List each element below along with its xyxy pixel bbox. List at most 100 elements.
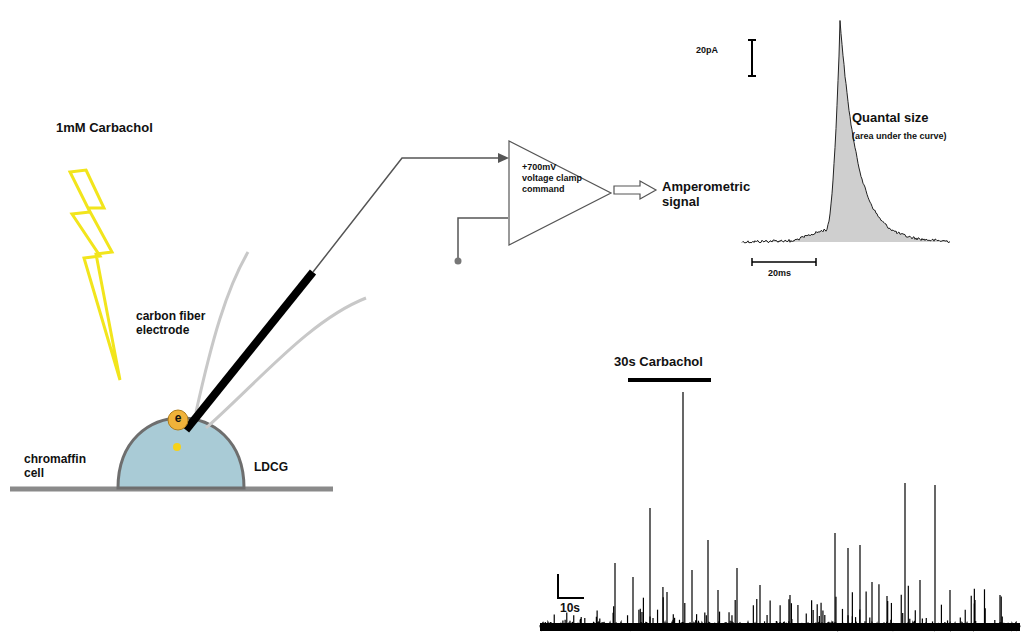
release-event	[941, 605, 942, 626]
label: carbon fiber electrode	[136, 310, 218, 338]
node-text: e	[167, 411, 189, 425]
release-event	[994, 620, 995, 626]
release-event	[731, 615, 732, 626]
release-event	[599, 619, 600, 626]
release-event	[707, 540, 708, 626]
scale-bar	[748, 40, 756, 76]
release-event	[627, 615, 628, 626]
release-event	[640, 609, 641, 626]
release-event	[652, 618, 653, 626]
release-event	[674, 618, 675, 626]
release-event	[971, 596, 972, 626]
release-event	[682, 392, 683, 626]
release-event	[602, 622, 603, 626]
release-event	[878, 584, 879, 626]
release-event	[679, 620, 680, 626]
release-event	[859, 545, 860, 626]
release-event	[1001, 597, 1002, 626]
release-event	[926, 618, 927, 626]
release-event	[864, 621, 865, 626]
release-event	[581, 617, 582, 626]
release-event	[776, 621, 777, 626]
release-event	[584, 618, 585, 626]
release-event	[736, 568, 737, 626]
release-event	[819, 616, 820, 626]
release-event	[806, 614, 807, 626]
application-bar	[628, 378, 711, 382]
release-event	[673, 614, 674, 626]
release-event	[613, 606, 614, 626]
output-arrow	[614, 181, 656, 199]
release-event	[719, 612, 720, 626]
release-event	[643, 598, 644, 626]
release-event	[780, 605, 781, 626]
release-event	[842, 609, 843, 626]
release-event	[891, 603, 892, 626]
release-event	[597, 611, 598, 626]
stimulus-bolt	[70, 170, 120, 380]
release-event	[824, 615, 825, 626]
label: chromaffin cell	[24, 453, 104, 481]
electrode-tip: e	[167, 409, 189, 431]
release-event	[949, 590, 950, 626]
label: Amperometric signal	[662, 180, 758, 210]
release-event	[847, 615, 848, 626]
capillary-glass	[206, 298, 366, 428]
release-event	[572, 622, 573, 626]
label: LDCG	[254, 461, 304, 475]
release-event	[632, 577, 633, 626]
release-event	[859, 610, 860, 626]
release-event	[789, 595, 790, 626]
release-event	[947, 620, 948, 626]
release-event	[817, 604, 818, 626]
release-event	[813, 610, 814, 626]
release-event	[783, 622, 784, 626]
release-event	[974, 603, 975, 626]
scale-bar	[558, 574, 584, 598]
label: 10s	[560, 602, 600, 616]
label: 1mM Carbachol	[56, 121, 236, 136]
release-event	[828, 622, 829, 626]
release-event	[662, 587, 663, 626]
signal-wire	[313, 158, 498, 272]
release-event	[735, 600, 736, 626]
amplifier-triangle: +700mV voltage clamp command	[508, 140, 612, 246]
release-event	[960, 618, 961, 626]
release-event	[573, 615, 574, 626]
release-event	[759, 585, 760, 626]
release-event	[696, 614, 697, 626]
release-event	[728, 612, 729, 626]
release-event	[901, 595, 902, 626]
release-event	[684, 603, 685, 626]
release-event	[922, 619, 923, 626]
release-event	[820, 603, 821, 626]
release-event	[909, 619, 910, 626]
release-event	[638, 610, 639, 626]
release-event	[657, 610, 658, 626]
label: (area under the curve)	[852, 131, 992, 141]
release-event	[673, 620, 674, 626]
wire-arrowhead	[498, 153, 509, 163]
release-event	[832, 622, 833, 626]
release-event	[788, 599, 789, 626]
release-event	[886, 622, 887, 626]
release-event	[855, 617, 856, 626]
release-event	[562, 620, 563, 626]
release-event	[756, 599, 757, 626]
release-event	[649, 616, 650, 626]
ldcg-granule	[173, 443, 181, 451]
release-event	[766, 615, 767, 626]
release-event	[641, 612, 642, 626]
release-event	[1002, 617, 1003, 626]
release-event	[871, 582, 872, 626]
release-event	[791, 603, 792, 626]
tip-outline	[168, 410, 188, 430]
release-event	[886, 596, 887, 626]
release-event	[866, 591, 867, 626]
ground-terminal	[455, 258, 462, 265]
release-event	[834, 533, 835, 626]
scale-bar	[752, 258, 816, 266]
amplifier-outline	[509, 141, 611, 245]
release-event	[730, 621, 731, 626]
release-event	[770, 600, 771, 626]
